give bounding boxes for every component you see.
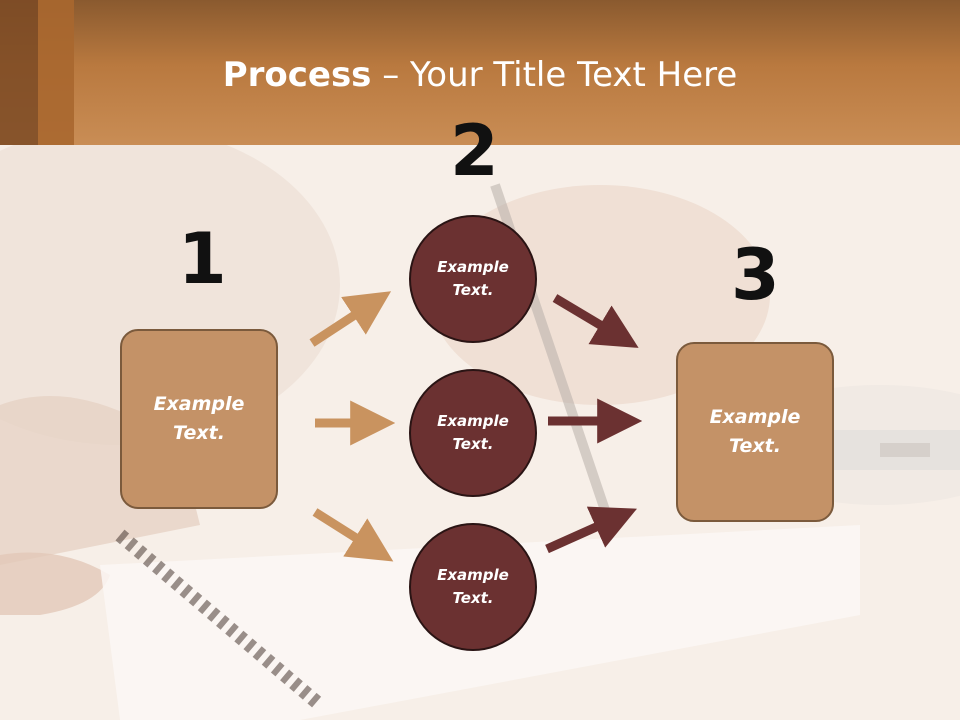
step-3-box: Example Text.: [676, 342, 834, 522]
step-2-circle-top: Example Text.: [409, 215, 537, 343]
header-accent-stripe: [0, 0, 38, 145]
circle-middle-text: Example Text.: [437, 412, 509, 453]
step-number-1: 1: [178, 218, 227, 300]
step-2-circle-middle: Example Text.: [409, 369, 537, 497]
step-1-text: Example Text.: [153, 393, 245, 444]
arrow-top-to-3: [552, 294, 639, 348]
step-1-box: Example Text.: [120, 329, 278, 509]
arrow-bottom-to-3: [545, 506, 637, 554]
page-title: Process – Your Title Text Here: [0, 54, 960, 96]
step-2-circle-bottom: Example Text.: [409, 523, 537, 651]
step-number-3: 3: [731, 234, 780, 316]
circle-top-text: Example Text.: [437, 258, 509, 299]
title-bar: [0, 0, 960, 145]
arrow-1-to-top: [309, 291, 392, 347]
circle-bottom-text: Example Text.: [437, 566, 509, 607]
step-number-2: 2: [450, 110, 499, 192]
arrow-1-to-bottom: [312, 508, 394, 562]
header-accent-stripe: [38, 0, 74, 145]
title-bold: Process: [222, 55, 372, 95]
step-3-text: Example Text.: [709, 406, 801, 457]
title-rest: – Your Title Text Here: [371, 55, 738, 95]
